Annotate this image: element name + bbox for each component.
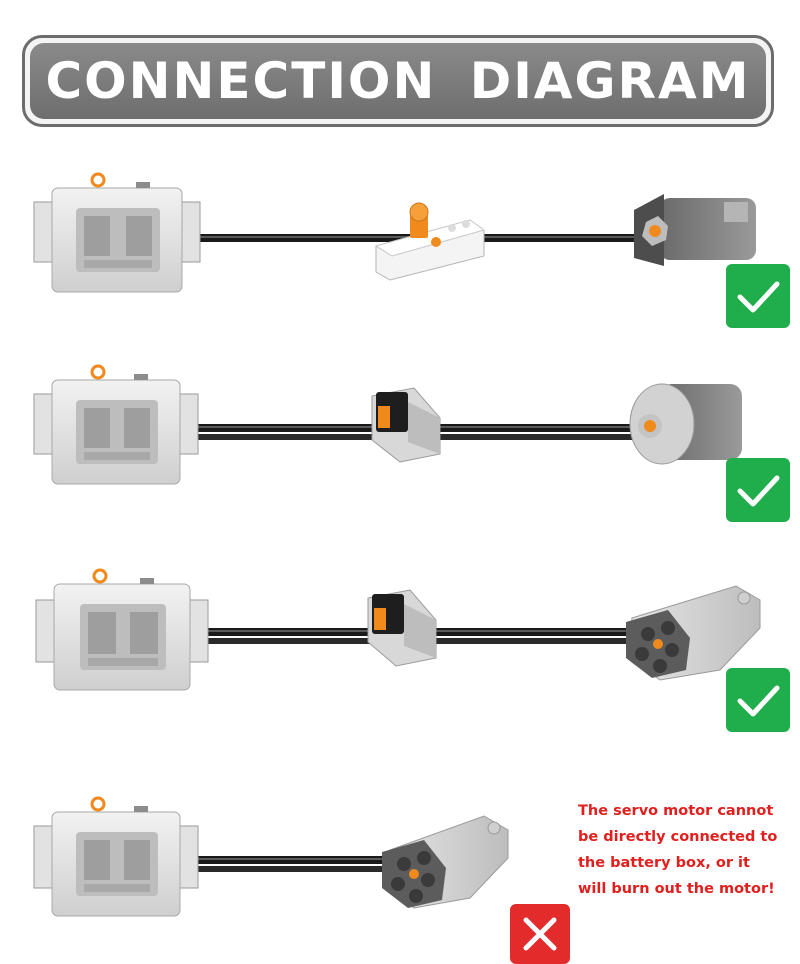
valid-connection-badge	[726, 264, 790, 328]
ir-receiver	[371, 387, 441, 463]
servo-motor	[626, 585, 761, 681]
cable	[196, 856, 396, 872]
title-banner: CONNECTION DIAGRAM	[22, 35, 774, 127]
warning-line: the battery box, or it	[578, 855, 750, 871]
page-title: CONNECTION DIAGRAM	[45, 52, 751, 110]
connection-diagram-row-2	[33, 364, 742, 485]
battery-box	[33, 364, 199, 485]
valid-connection-badge	[726, 458, 790, 522]
title-banner-inner: CONNECTION DIAGRAM	[30, 43, 766, 119]
connection-row-2	[0, 362, 800, 522]
warning-line: The servo motor cannot	[578, 803, 774, 819]
connection-row-1	[0, 168, 800, 328]
battery-box	[33, 796, 199, 917]
battery-box	[33, 172, 201, 293]
battery-box	[35, 568, 209, 691]
connection-diagram-row-3	[35, 568, 761, 691]
connection-row-4	[0, 792, 800, 964]
l-motor	[634, 194, 756, 266]
warning-line: be directly connected to	[578, 829, 778, 845]
warning-note: The servo motor cannot be directly conne…	[578, 798, 800, 902]
xl-motor	[629, 383, 742, 465]
cross-icon	[523, 917, 557, 951]
servo-motor	[382, 815, 509, 909]
checkmark-icon	[737, 475, 780, 507]
connection-row-3	[0, 566, 800, 732]
checkmark-icon	[737, 281, 780, 313]
invalid-connection-badge	[510, 904, 570, 964]
polarity-switch	[374, 202, 486, 281]
checkmark-icon	[737, 685, 780, 717]
connection-diagram-row-4	[33, 796, 509, 917]
connection-diagram-row-1	[33, 172, 756, 293]
valid-connection-badge	[726, 668, 790, 732]
warning-line: will burn out the motor!	[578, 881, 775, 897]
ir-receiver	[367, 589, 437, 667]
